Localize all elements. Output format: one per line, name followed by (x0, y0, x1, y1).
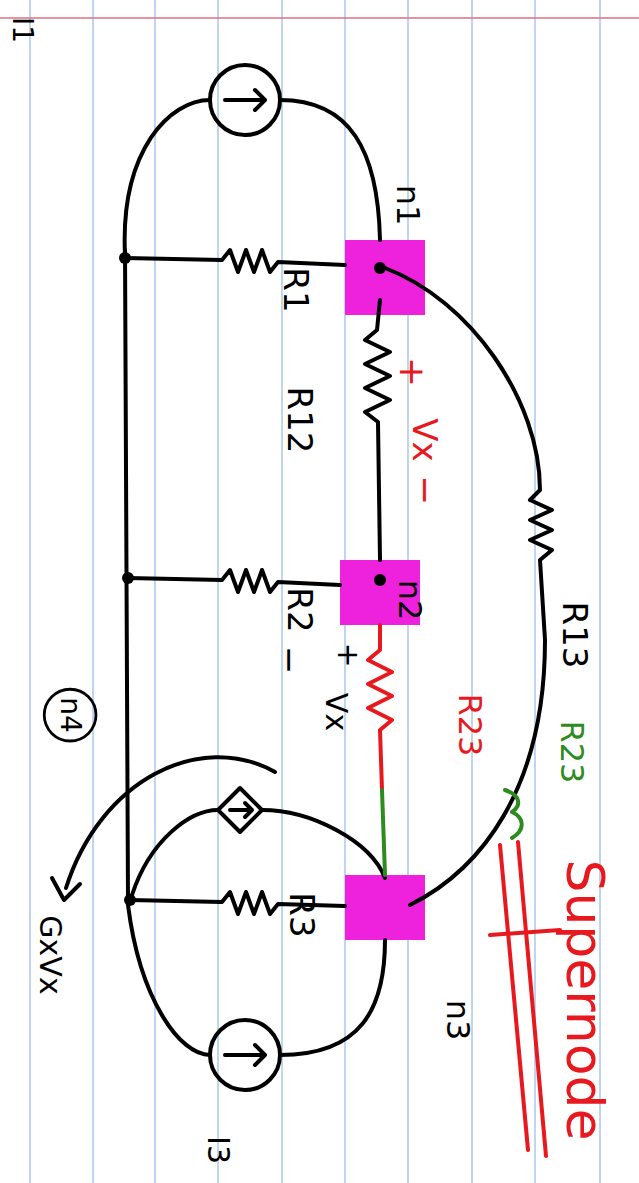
circuit-label: − (407, 475, 443, 505)
circuit-label: R1 (279, 267, 313, 312)
circuit-label: − (273, 646, 307, 675)
paper-grid (30, 0, 600, 1183)
circuit-label: n2 (394, 580, 426, 621)
green-wire (382, 790, 385, 875)
circuit-label: GxVx (35, 915, 65, 994)
bracket (505, 790, 522, 838)
margin-line (0, 17, 639, 19)
node-circle: n4 (42, 687, 98, 743)
circuit-label: R13 (558, 602, 592, 669)
circuit-label: R2 (283, 587, 317, 632)
wires (52, 65, 552, 1090)
circuit-label: R23 (454, 694, 486, 757)
circuit-label: R3 (285, 892, 319, 937)
circuit-label: n4 (56, 697, 84, 733)
node-markers (340, 240, 425, 940)
circuit-label: R23 (556, 721, 588, 784)
circuit-label: Supernode (559, 859, 611, 1140)
circuit-label: I3 (203, 1136, 233, 1164)
circuit-label: + (394, 357, 430, 387)
circuit-label: I1 (8, 17, 36, 43)
circuit-label: + (333, 642, 363, 667)
circuit-label: Vx (408, 418, 442, 461)
underline (500, 842, 546, 1156)
resistor-symbol (368, 625, 392, 790)
junction-dots (119, 252, 386, 906)
underline (490, 930, 560, 935)
circuit-label: R12 (283, 387, 317, 454)
circuit-label: n3 (442, 1000, 474, 1041)
circuit-label: n1 (392, 185, 424, 226)
circuit-label: Vx (321, 693, 351, 731)
